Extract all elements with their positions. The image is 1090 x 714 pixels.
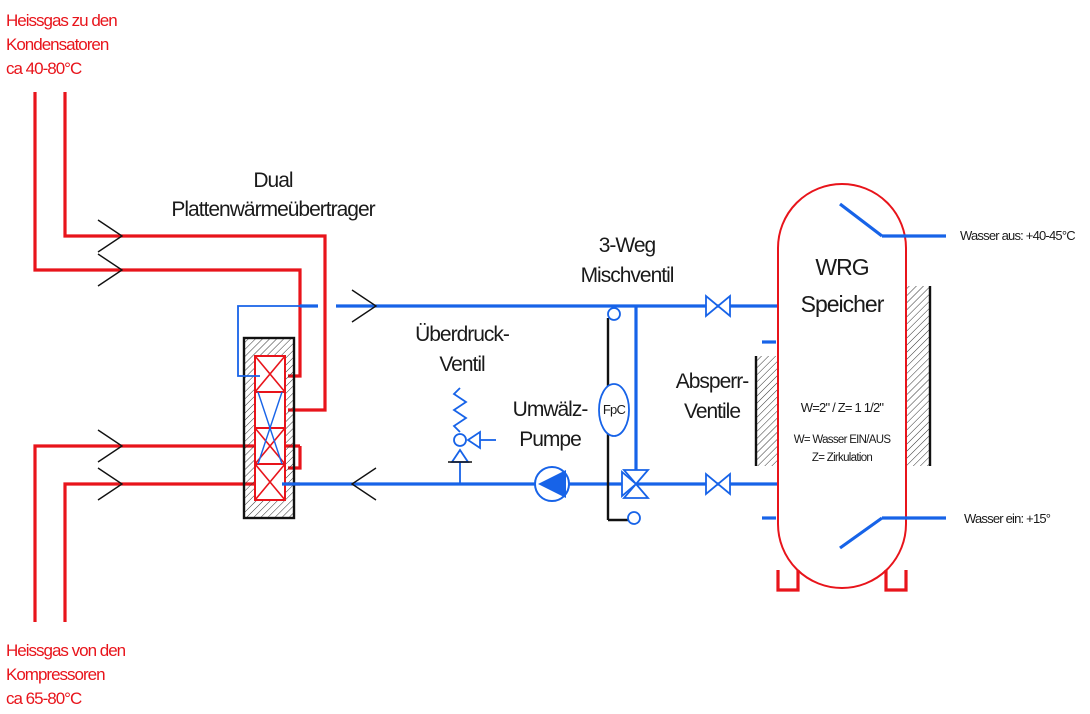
- relief-valve-line-1: Überdruck-: [415, 323, 510, 346]
- heat-recovery-tank: [754, 183, 946, 592]
- heat-exchanger-line-2: Plattenwärmeübertrager: [171, 198, 375, 221]
- mixing-valve-line-2: Mischventil: [581, 264, 674, 287]
- hot-gas-outlet-lines: [33, 92, 327, 412]
- hot-gas-in-line-2: Kompressoren: [6, 665, 105, 684]
- pump-line-1: Umwälz-: [513, 398, 589, 421]
- hot-gas-out-line-1: Heissgas zu den: [6, 11, 117, 30]
- label-hot-gas-to-condensers: Heissgas zu den Kondensatoren ca 40-80°C: [6, 11, 118, 78]
- water-out-label: Wasser aus: +40-45°C: [960, 228, 1075, 243]
- hot-gas-in-line-3: ca 65-80°C: [6, 689, 82, 708]
- label-tank: WRG Speicher: [801, 254, 886, 317]
- three-way-mixing-valve: [598, 306, 650, 525]
- shutoff-valve-bottom: [705, 472, 731, 496]
- label-mixing-valve: 3-Weg Mischventil: [581, 234, 675, 287]
- label-pump: Umwälz- Pumpe: [513, 398, 590, 451]
- flow-direction-chevrons-red: [97, 219, 124, 501]
- hot-gas-out-line-3: ca 40-80°C: [6, 59, 82, 78]
- tank-connection-spec: W=2" / Z= 1 1/2": [801, 400, 885, 415]
- pump-line-2: Pumpe: [519, 428, 581, 451]
- circulation-pump: [534, 466, 570, 502]
- relief-valve-line-2: Ventil: [439, 353, 485, 376]
- label-heat-exchanger: Dual Plattenwärmeübertrager: [171, 169, 376, 221]
- tank-line-1: WRG: [815, 254, 868, 280]
- tank-legend-water: W= Wasser EIN/AUS: [794, 434, 892, 446]
- shutoff-valves-line-1: Absperr-: [676, 370, 750, 393]
- pressure-relief-valve: [448, 387, 496, 484]
- label-relief-valve: Überdruck- Ventil: [415, 323, 511, 376]
- label-hot-gas-from-compressors: Heissgas von den Kompressoren ca 65-80°C: [6, 641, 127, 708]
- shutoff-valves-line-2: Ventile: [684, 400, 740, 423]
- plate-heat-exchanger: [242, 336, 296, 520]
- tank-legend-circulation: Z= Zirkulation: [812, 452, 872, 464]
- tank-line-2: Speicher: [801, 291, 885, 317]
- actuator-label: FpC: [603, 402, 626, 417]
- shutoff-valve-top: [705, 294, 731, 318]
- mixing-valve-line-1: 3-Weg: [599, 234, 656, 257]
- hot-gas-in-line-1: Heissgas von den: [6, 641, 126, 660]
- hot-gas-out-line-2: Kondensatoren: [6, 35, 109, 54]
- heat-exchanger-line-1: Dual: [253, 169, 293, 192]
- water-in-label: Wasser ein: +15°: [964, 511, 1051, 526]
- label-shutoff-valves: Absperr- Ventile: [676, 370, 751, 423]
